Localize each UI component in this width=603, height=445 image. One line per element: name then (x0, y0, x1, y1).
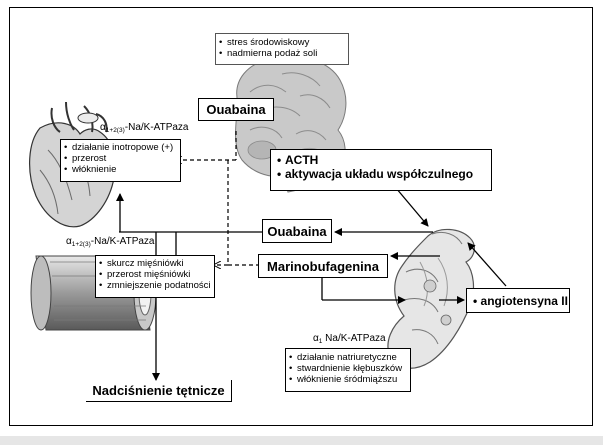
angiotensyna-bullet: • (473, 294, 481, 308)
vessel-effects-list: skurcz mięśniówki przerost mięśniówki zm… (99, 258, 211, 292)
heart-effects-list: działanie inotropowe (+) przerost włókni… (64, 142, 177, 176)
heart-effects-box: działanie inotropowe (+) przerost włókni… (60, 139, 181, 182)
heart-pump-label: α1+2(3)-Na/K-ATPaza (100, 122, 189, 134)
env-factor-item: stres środowiskowy (219, 37, 345, 48)
env-factors-box: stres środowiskowy nadmierna podaż soli (215, 33, 349, 65)
hypertension-label: Nadciśnienie tętnicze (92, 383, 225, 398)
arrow-angiotensin-to-adrenal (467, 242, 507, 287)
brain-effect-item: aktywacja układu współczulnego (277, 167, 487, 181)
kidney-effect-item: włóknienie śródmiąższu (289, 374, 407, 385)
heart-pump-subscript: 1+2(3) (105, 127, 125, 134)
ouabaina-mid-node: Ouabaina (262, 219, 332, 243)
kidney-effects-box: działanie natriuretyczne stwardnienie kł… (285, 348, 411, 392)
kidney-illustration (387, 228, 475, 369)
env-factor-item: nadmierna podaż soli (219, 48, 345, 59)
heart-pump-symbol: α (100, 122, 106, 133)
dashed-connectors (175, 131, 258, 265)
brain-effect-item: ACTH (277, 153, 487, 167)
vessel-pump-subscript: 1+2(3) (71, 241, 91, 248)
kidney-effects-list: działanie natriuretyczne stwardnienie kł… (289, 352, 407, 386)
kidney-pump-subscript: 1 (318, 338, 323, 345)
arrow-brain-to-kidney (395, 187, 429, 227)
heart-effect-item: przerost (64, 153, 177, 164)
kidney-pump-name: Na/K-ATPaza (322, 333, 386, 344)
ouabaina-top-label: Ouabaina (206, 102, 266, 117)
vessel-effect-item: skurcz mięśniówki (99, 258, 211, 269)
angiotensyna-node: • angiotensyna II (466, 288, 570, 313)
kidney-effect-item: działanie natriuretyczne (289, 352, 407, 363)
vessel-pump-label: α1+2(3)-Na/K-ATPaza (66, 236, 155, 248)
kidney-effect-item: stwardnienie kłębuszków (289, 363, 407, 374)
vessel-effects-box: skurcz mięśniówki przerost mięśniówki zm… (95, 255, 215, 298)
kidney-pump-label: α1 Na/K-ATPaza (313, 333, 386, 345)
kidney-pump-symbol: α (313, 333, 319, 344)
ouabaina-top-node: Ouabaina (198, 98, 274, 121)
marinobufagenina-node: Marinobufagenina (258, 254, 388, 278)
heart-effect-item: działanie inotropowe (+) (64, 142, 177, 153)
ouabaina-mid-label: Ouabaina (267, 224, 327, 239)
heart-pump-name: -Na/K-ATPaza (124, 122, 189, 133)
angiotensyna-label: angiotensyna II (480, 294, 568, 308)
env-factors-list: stres środowiskowy nadmierna podaż soli (219, 37, 345, 60)
bottom-strip (0, 436, 603, 445)
vessel-pump-name: -Na/K-ATPaza (90, 236, 155, 247)
heart-effect-item: włóknienie (64, 164, 177, 175)
marinobufagenina-label: Marinobufagenina (267, 259, 379, 274)
solid-connectors (116, 187, 507, 381)
brain-effects-list: ACTH aktywacja układu współczulnego (277, 153, 487, 181)
brain-effects-box: ACTH aktywacja układu współczulnego (270, 149, 492, 191)
vessel-effect-item: przerost mięśniówki (99, 269, 211, 280)
vessel-pump-symbol: α (66, 236, 72, 247)
diagram-frame (9, 7, 593, 426)
vessel-effect-item: zmniejszenie podatności (99, 280, 211, 291)
hypertension-node: Nadciśnienie tętnicze (86, 380, 232, 402)
